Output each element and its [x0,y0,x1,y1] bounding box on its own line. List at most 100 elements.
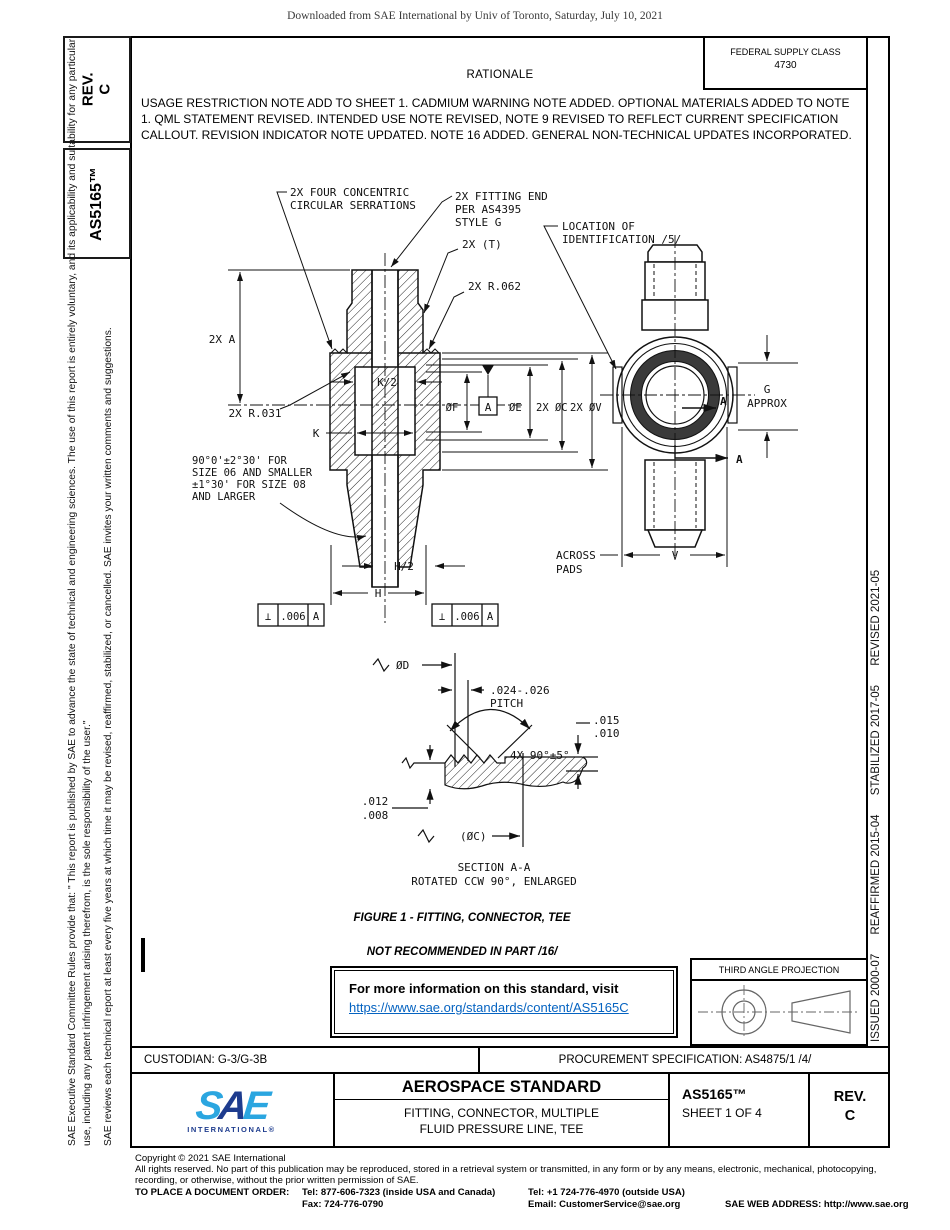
sae-logo: SAE INTERNATIONAL® [130,1074,335,1148]
across-pads-2: PADS [556,563,583,576]
fcf-right-symbol: ⊥ [439,611,445,623]
front-section-view [329,269,441,588]
front-view-centerlines [228,253,522,623]
diameter-dim-stack [426,352,608,471]
location-id-leader [543,225,617,370]
tol-015: .015 [593,714,620,727]
title-block-rule [335,1099,668,1100]
left-disclaimer: SAE Executive Standard Committee Rules p… [66,38,124,1146]
rights-line-2: recording, or otherwise, without the pri… [135,1175,419,1186]
dim-k-label: K [313,427,320,440]
dim-v [600,427,728,567]
dim-h2-label: H/2 [394,560,414,573]
serrations-leader [276,191,333,350]
disclaimer-paragraph-1: SAE Executive Standard Committee Rules p… [67,38,93,1146]
rev-box: REV. C [63,36,131,143]
angle-4x90: 4X 90°±5° [510,749,570,762]
order-label: TO PLACE A DOCUMENT ORDER: [135,1187,290,1198]
section-arrow-2-label: A [736,453,743,466]
copyright-line: Copyright © 2021 SAE International [135,1153,286,1164]
third-angle-projection-box: THIRD ANGLE PROJECTION [690,958,868,1046]
tol-010: .010 [593,727,620,740]
angle-note-1: 90°0'±2°30' FOR [192,455,288,467]
pitch-value: .024-.026 [490,684,550,697]
tel-inside: Tel: 877-606-7323 (inside USA and Canada… [302,1187,496,1198]
fsc-value: 4730 [774,60,797,71]
sae-logo-text: SAE [194,1084,269,1128]
custodian-cell: CUSTODIAN: G-3/G-3B [130,1048,480,1072]
more-info-text: For more information on this standard, v… [349,981,619,996]
fax-line: Fax: 724-776-0790 [302,1199,384,1210]
email-line: Email: CustomerService@sae.org [528,1199,681,1210]
section-aa-caption-2: ROTATED CCW 90°, ENLARGED [411,875,577,888]
sheet-number: SHEET 1 OF 4 [682,1106,762,1120]
standard-link[interactable]: https://www.sae.org/standards/content/AS… [349,1000,629,1015]
procurement-cell: PROCUREMENT SPECIFICATION: AS4875/1 /4/ [558,1054,812,1066]
dim-2xa-label: 2X A [209,333,236,346]
doc-number-box: AS5165™ [63,148,131,259]
fitting-end-callout-3: STYLE G [455,216,501,229]
revision-history-vertical: ISSUED 2000-07 REAFFIRMED 2015-04 STABIL… [870,569,882,1042]
across-pads-1: ACROSS [556,549,596,562]
fitting-end-leader [390,195,453,268]
location-id-callout-1: LOCATION OF [562,220,635,233]
sae-logo-subtext: INTERNATIONAL® [187,1125,276,1134]
fitting-end-callout-1: 2X FITTING END [455,190,548,203]
section-arrow-1-label: A [720,395,727,408]
rev-value-block: C [844,1107,856,1124]
dim-h [330,545,465,605]
r062-callout: 2X R.062 [468,280,521,293]
fcf-left-tol: .006 [280,611,305,623]
dim-g-label: G [764,383,771,396]
dim-k2-label: K/2 [377,376,397,389]
tel-outside: Tel: +1 724-776-4970 (outside USA) [528,1187,685,1198]
fcf-left [257,603,325,627]
section-aa-detail [372,653,598,847]
main-frame [130,36,890,1148]
dim-2xa [228,269,350,403]
title-block-center: AEROSPACE STANDARD FITTING, CONNECTOR, M… [335,1074,670,1148]
serrations-callout-1: 2X FOUR CONCENTRIC [290,186,409,199]
dim-ov-label: 2X ØV [570,402,602,414]
standard-type: AEROSPACE STANDARD [401,1078,602,1096]
od-break [372,657,390,673]
dim-v-label: V [672,549,679,562]
title-block-rev: REV. C [810,1074,890,1148]
right-column-divider [866,36,868,1048]
doc-number: AS5165™ [682,1086,747,1102]
download-watermark: Downloaded from SAE International by Uni… [287,10,663,22]
web-address: SAE WEB ADDRESS: http://www.sae.org [725,1199,909,1210]
fcf-right [431,603,499,627]
technical-drawing: 2X A A ØF ØE 2X ØC 2X ØV K/2 K 2X R.031 … [192,186,798,888]
dim-of-label: ØF [446,402,459,414]
projection-symbol [698,985,860,1039]
fcf-right-datum: A [487,611,494,623]
dim-oc-label: 2X ØC [536,402,568,414]
tol-012: .012 [362,795,389,808]
dim-od-label: ØD [396,659,409,672]
figure-caption: FIGURE 1 - FITTING, CONNECTOR, TEE [353,912,571,924]
fcf-right-tol: .006 [454,611,479,623]
fcf-left-datum: A [313,611,320,623]
angle-note-2: SIZE 06 AND SMALLER [192,467,313,479]
angle-note-leader [279,502,367,541]
angle-note-3: ±1°30' FOR SIZE 08 [192,479,306,491]
standard-title: FITTING, CONNECTOR, MULTIPLE FLUID PRESS… [404,1106,599,1136]
dim-h-label: H [375,587,382,600]
projection-title: THIRD ANGLE PROJECTION [692,960,866,981]
t-callout: 2X (T) [462,238,502,251]
section-aa-caption-1: SECTION A-A [458,861,531,874]
tol-008: .008 [362,809,389,822]
federal-supply-class-box: FEDERAL SUPPLY CLASS 4730 [703,36,868,90]
more-info-box: For more information on this standard, v… [330,966,678,1038]
r031-leader [279,371,351,410]
location-id-callout-2: IDENTIFICATION /5/ [562,233,681,246]
serrated-band [444,754,588,790]
rationale-title: RATIONALE [466,69,534,81]
fsc-label: FEDERAL SUPPLY CLASS [730,47,841,57]
rev-label-block: REV. [833,1089,867,1105]
serration-ticks-right [422,348,440,354]
custodian-bar: CUSTODIAN: G-3/G-3B PROCUREMENT SPECIFIC… [130,1046,890,1074]
section-arrow-2 [674,445,728,463]
